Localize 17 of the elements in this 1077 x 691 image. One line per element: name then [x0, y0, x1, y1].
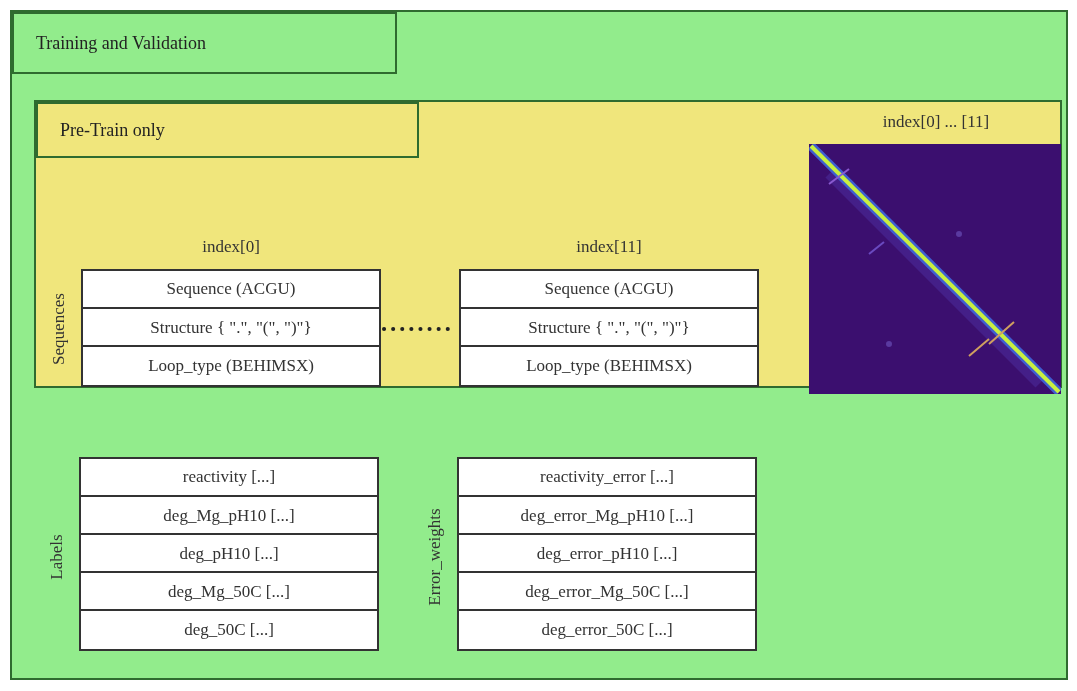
- panel-title: Training and Validation: [12, 12, 397, 74]
- image-title: index[0] ... [11]: [881, 112, 991, 132]
- table-cell: Loop_type (BEHIMSX): [81, 345, 381, 387]
- column-heading: index[0]: [201, 237, 261, 257]
- table-cell: deg_error_50C [...]: [457, 609, 757, 651]
- table-cell: reactivity_error [...]: [457, 457, 757, 497]
- table-cell: Loop_type (BEHIMSX): [459, 345, 759, 387]
- table-cell: reactivity [...]: [79, 457, 379, 497]
- table-title: Labels: [47, 534, 67, 580]
- table-cell: Sequence (ACGU): [81, 269, 381, 309]
- table-cell: deg_50C [...]: [79, 609, 379, 651]
- panel: [10, 10, 1068, 680]
- table-cell: Sequence (ACGU): [459, 269, 759, 309]
- table-title: Error_weights: [425, 508, 445, 606]
- column-heading: index[11]: [575, 237, 643, 257]
- side-label: Sequences: [49, 293, 69, 365]
- panel-title: Pre-Train only: [36, 102, 419, 158]
